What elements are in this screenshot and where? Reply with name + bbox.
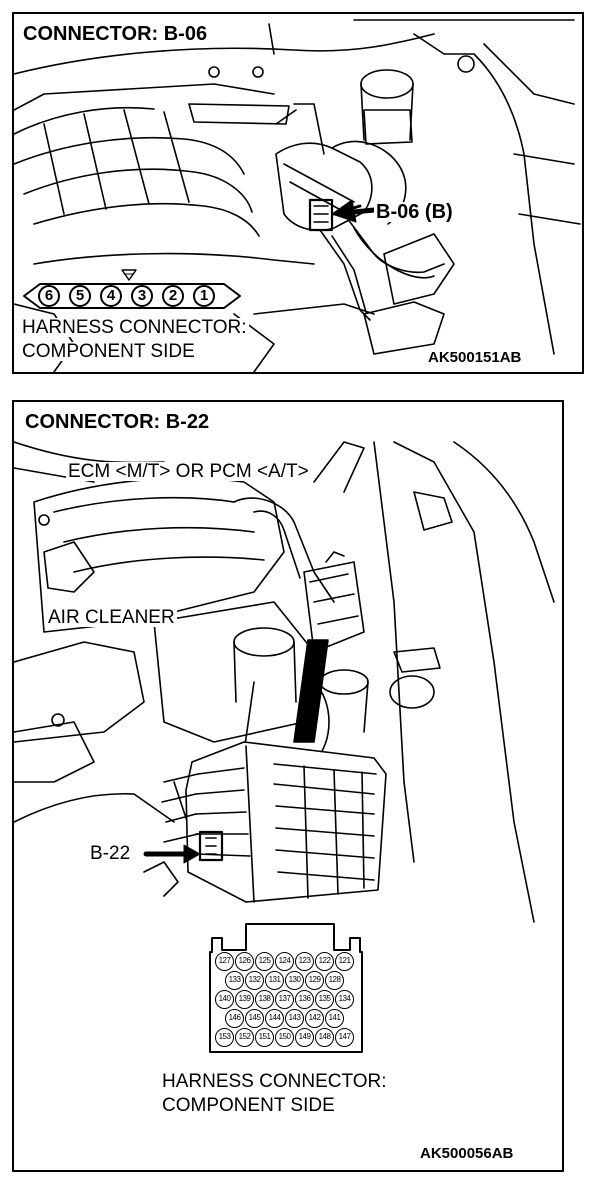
pin: 127 [215,952,234,971]
pin: 136 [295,990,314,1009]
pin: 132 [245,971,264,990]
caption-line-2: COMPONENT SIDE [20,341,197,362]
pin: 150 [275,1028,294,1047]
pin: 149 [295,1028,314,1047]
pin: 126 [235,952,254,971]
page-title: CONNECTOR: B-06 [20,24,211,44]
pin: 123 [295,952,314,971]
connector-b06-panel: CONNECTOR: B-06 B-06 (B) 6 5 4 3 2 1 HAR… [12,12,584,374]
pin: 142 [305,1009,324,1028]
pin: 124 [275,952,294,971]
figure-code: AK500151AB [426,349,524,366]
pin: 141 [325,1009,344,1028]
pin: 137 [275,990,294,1009]
pin: 143 [285,1009,304,1028]
pin: 121 [335,952,354,971]
pin-2: 2 [162,285,184,307]
caption-line-1: HARNESS CONNECTOR: [160,1071,389,1092]
caption-line-1: HARNESS CONNECTOR: [20,317,249,338]
pin-4: 4 [100,285,122,307]
pin: 145 [245,1009,264,1028]
ecm-label: ECM <M/T> OR PCM <A/T> [66,461,311,482]
pin: 125 [255,952,274,971]
connector-callout-label: B-22 [88,843,133,864]
pin: 122 [315,952,334,971]
page-title: CONNECTOR: B-22 [22,412,213,432]
pin-1: 1 [193,285,215,307]
pin: 130 [285,971,304,990]
pin: 131 [265,971,284,990]
pin-5: 5 [69,285,91,307]
pin: 133 [225,971,244,990]
engine-bay-illustration [14,441,555,1053]
caption-line-2: COMPONENT SIDE [160,1095,337,1116]
pin-3: 3 [131,285,153,307]
connector-callout-label: B-06 (B) [374,201,455,223]
pin-6: 6 [38,285,60,307]
pin: 153 [215,1028,234,1047]
figure-code: AK500056AB [418,1145,516,1162]
pin: 146 [225,1009,244,1028]
pin: 134 [335,990,354,1009]
pin: 138 [255,990,274,1009]
pin: 128 [325,971,344,990]
pin: 151 [255,1028,274,1047]
pin: 140 [215,990,234,1009]
air-cleaner-label: AIR CLEANER [46,607,177,628]
pin: 152 [235,1028,254,1047]
pin: 135 [315,990,334,1009]
pin: 148 [315,1028,334,1047]
connector-b22-panel: CONNECTOR: B-22 ECM <M/T> OR PCM <A/T> A… [12,400,564,1172]
pin: 144 [265,1009,284,1028]
pin: 129 [305,971,324,990]
pin: 139 [235,990,254,1009]
pin: 147 [335,1028,354,1047]
